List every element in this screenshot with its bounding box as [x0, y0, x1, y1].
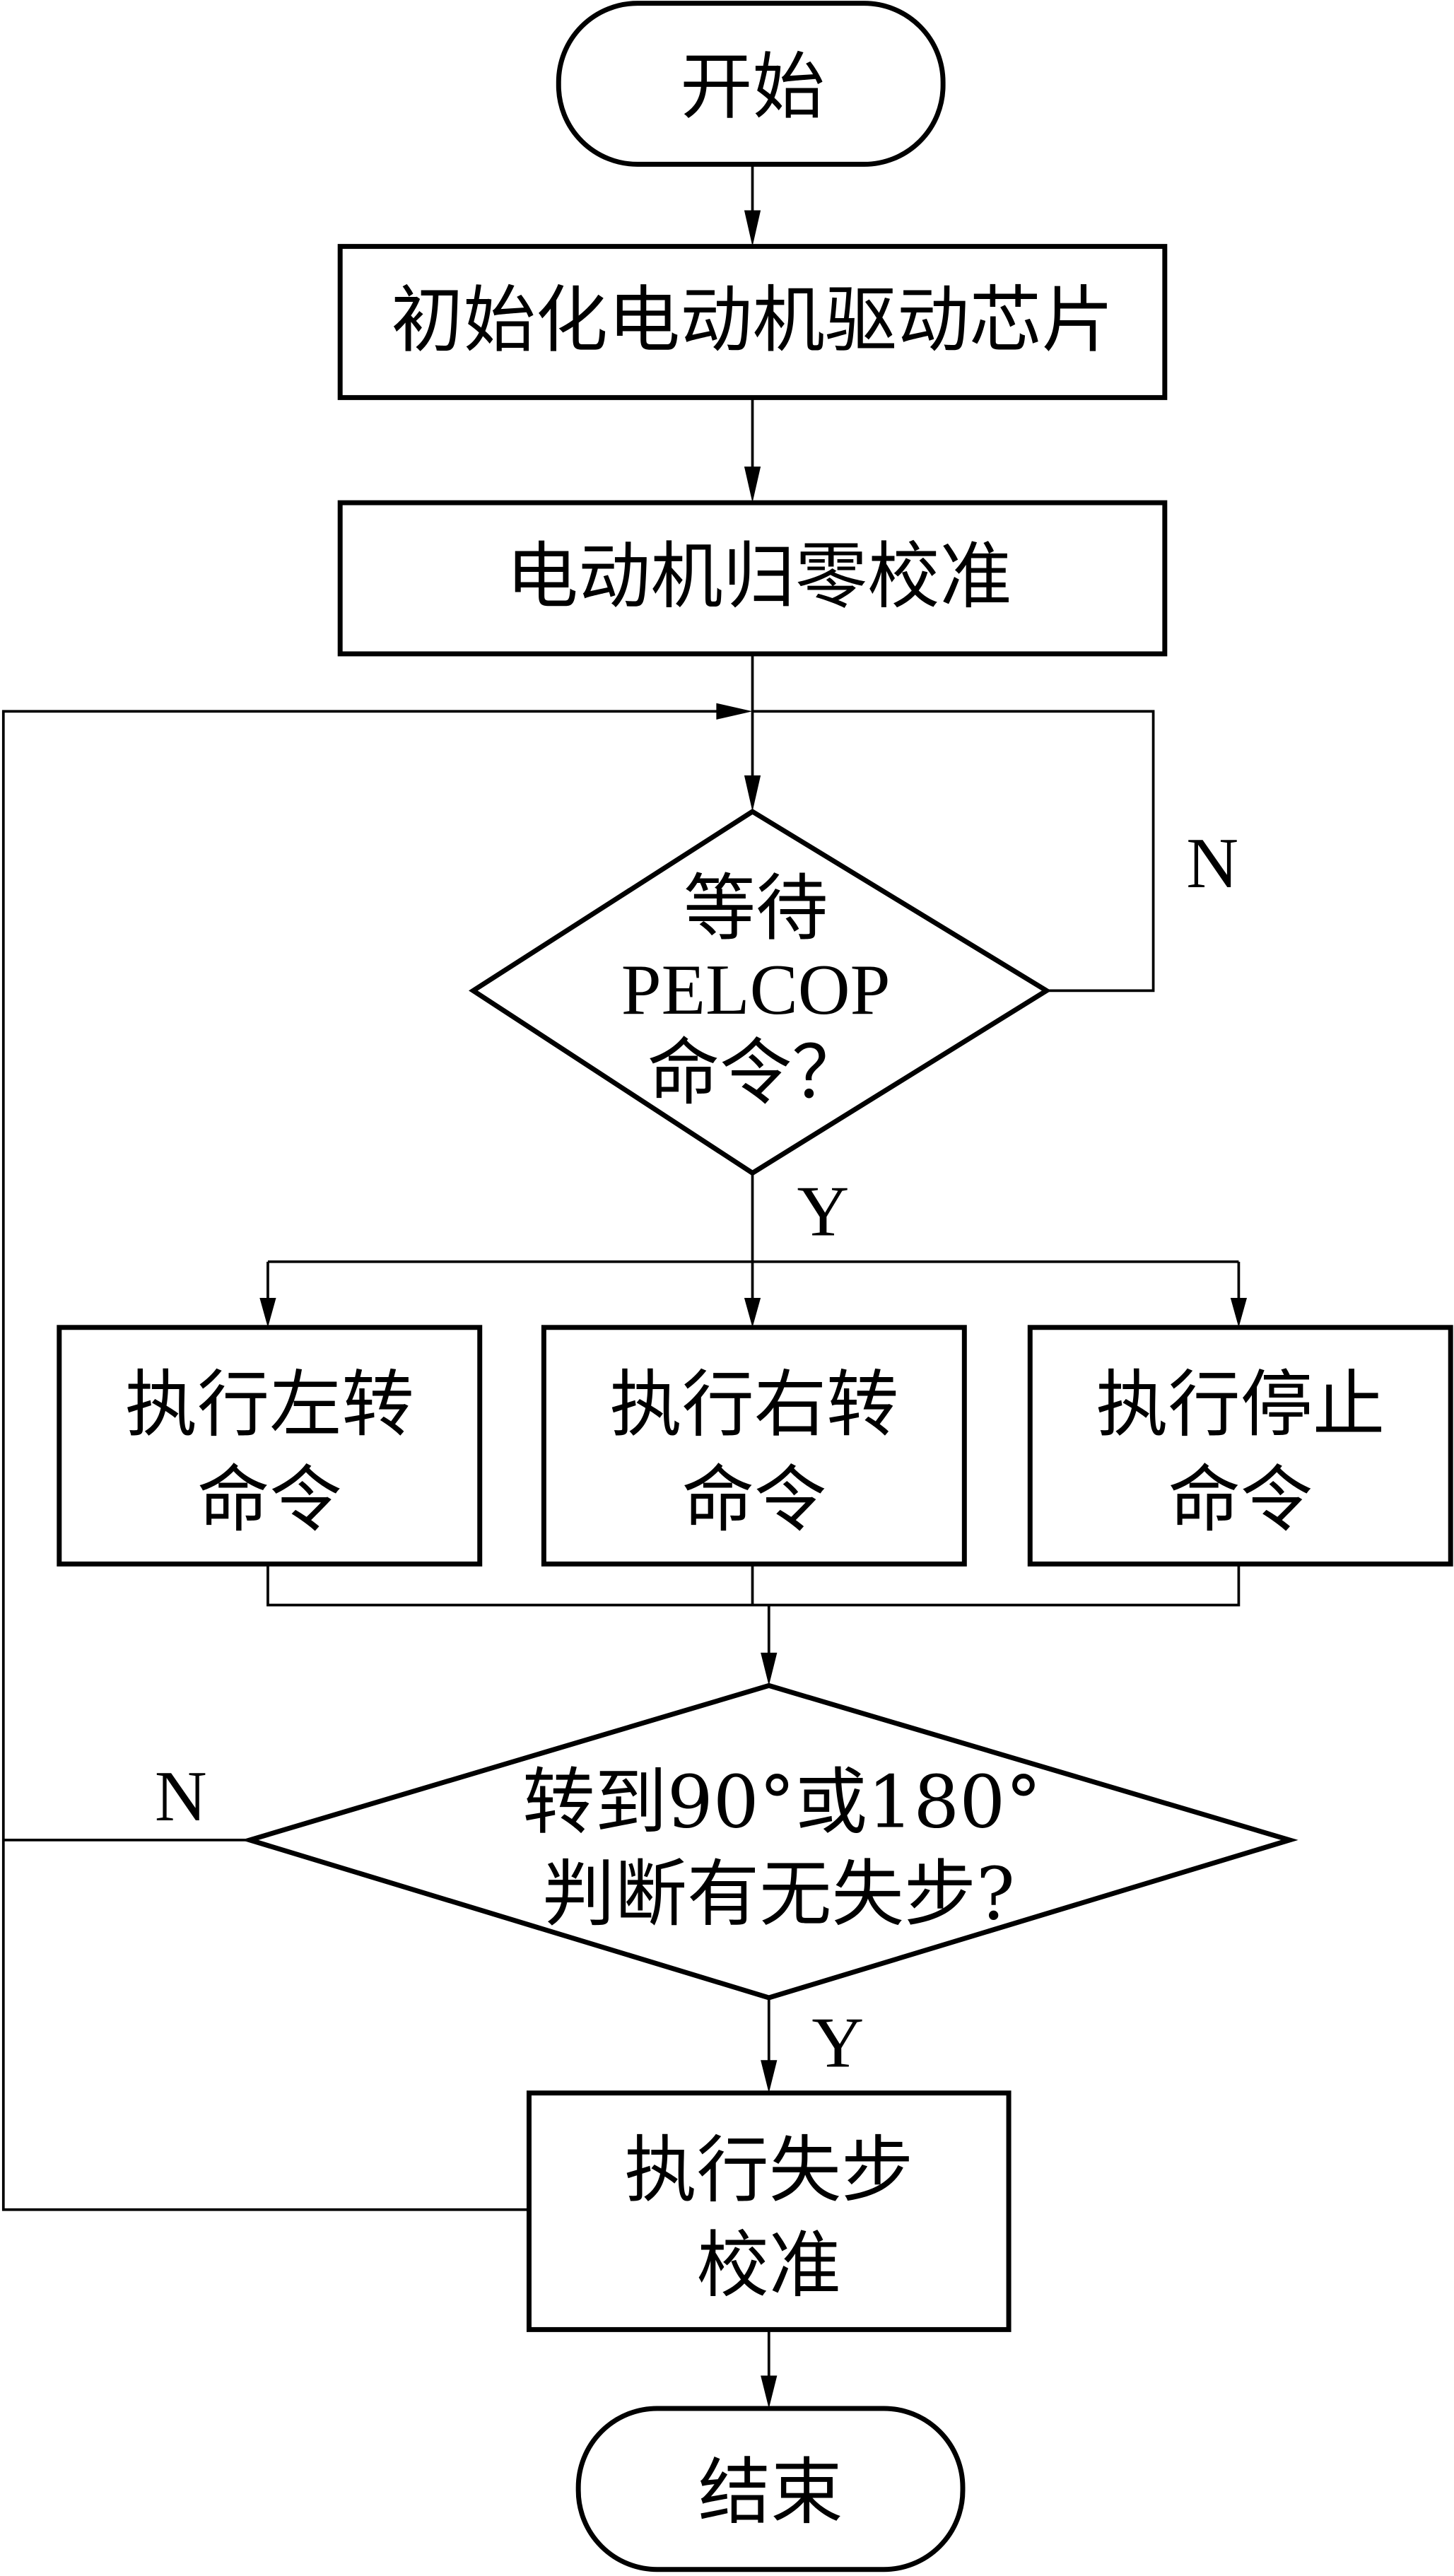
start-label: 开始 [680, 45, 825, 129]
edge-wait-yes: Y [259, 1172, 1248, 1328]
zero-label: 电动机归零校准 [506, 535, 1012, 619]
edge-start-init [744, 164, 761, 247]
wait-line-2: PELCOP [621, 950, 891, 1030]
init-label: 初始化电动机驱动芯片 [391, 279, 1114, 363]
check-decision: 转到90°或180° 判断有无失步? [241, 1682, 1298, 2001]
edge-check-no: N [3, 1757, 250, 1842]
start-node: 开始 [556, 1, 946, 167]
edge-wait-no: N [752, 710, 1238, 993]
edge-zero-wait [744, 653, 761, 812]
wait-yes-label: Y [797, 1172, 850, 1252]
stop-line-2: 命令 [1168, 1458, 1313, 1542]
zero-node: 电动机归零校准 [337, 500, 1168, 657]
calib-line-2: 校准 [697, 2224, 842, 2308]
left-line-2: 命令 [197, 1458, 342, 1542]
right-line-2: 命令 [682, 1458, 827, 1542]
stop-node: 执行停止 命令 [1027, 1325, 1453, 1567]
wait-line-3: 命令？ [647, 1031, 864, 1115]
edge-merge-check [266, 1564, 1241, 1686]
left-line-1: 执行左转 [125, 1363, 414, 1447]
end-node: 结束 [575, 2406, 966, 2572]
check-yes-label: Y [811, 2003, 864, 2083]
check-no-label: N [155, 1757, 207, 1837]
check-line-1: 转到90°或180° [522, 1760, 1041, 1844]
stop-line-1: 执行停止 [1096, 1363, 1385, 1447]
wait-line-1: 等待 [684, 867, 828, 951]
check-line-2: 判断有无失步? [543, 1852, 1015, 1936]
wait-decision: 等待 PELCOP 命令？ [469, 808, 1052, 1176]
edge-calib-end [761, 2329, 778, 2408]
calib-node: 执行失步 校准 [526, 2090, 1012, 2332]
init-node: 初始化电动机驱动芯片 [337, 244, 1168, 400]
edge-check-yes: Y [761, 1997, 864, 2093]
edge-loop-back [1, 703, 753, 2211]
wait-no-label: N [1186, 824, 1238, 903]
right-node: 执行右转 命令 [541, 1325, 967, 1567]
end-label: 结束 [698, 2450, 843, 2534]
left-node: 执行左转 命令 [57, 1325, 483, 1567]
edge-init-zero [744, 397, 761, 503]
calib-line-1: 执行失步 [624, 2129, 913, 2213]
right-line-1: 执行右转 [609, 1363, 898, 1447]
